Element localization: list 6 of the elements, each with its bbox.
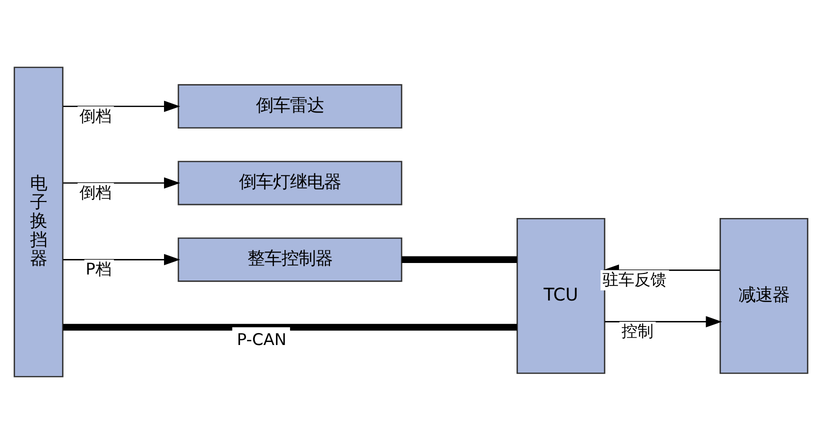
edge-label: 倒档 bbox=[80, 106, 112, 125]
edge-label: 控制 bbox=[621, 321, 654, 340]
edge-label: 倒档 bbox=[80, 182, 112, 202]
edge-label: P-CAN bbox=[236, 329, 286, 348]
edge-label: 驻车反馈 bbox=[602, 270, 667, 289]
edge-label: P档 bbox=[86, 259, 112, 278]
